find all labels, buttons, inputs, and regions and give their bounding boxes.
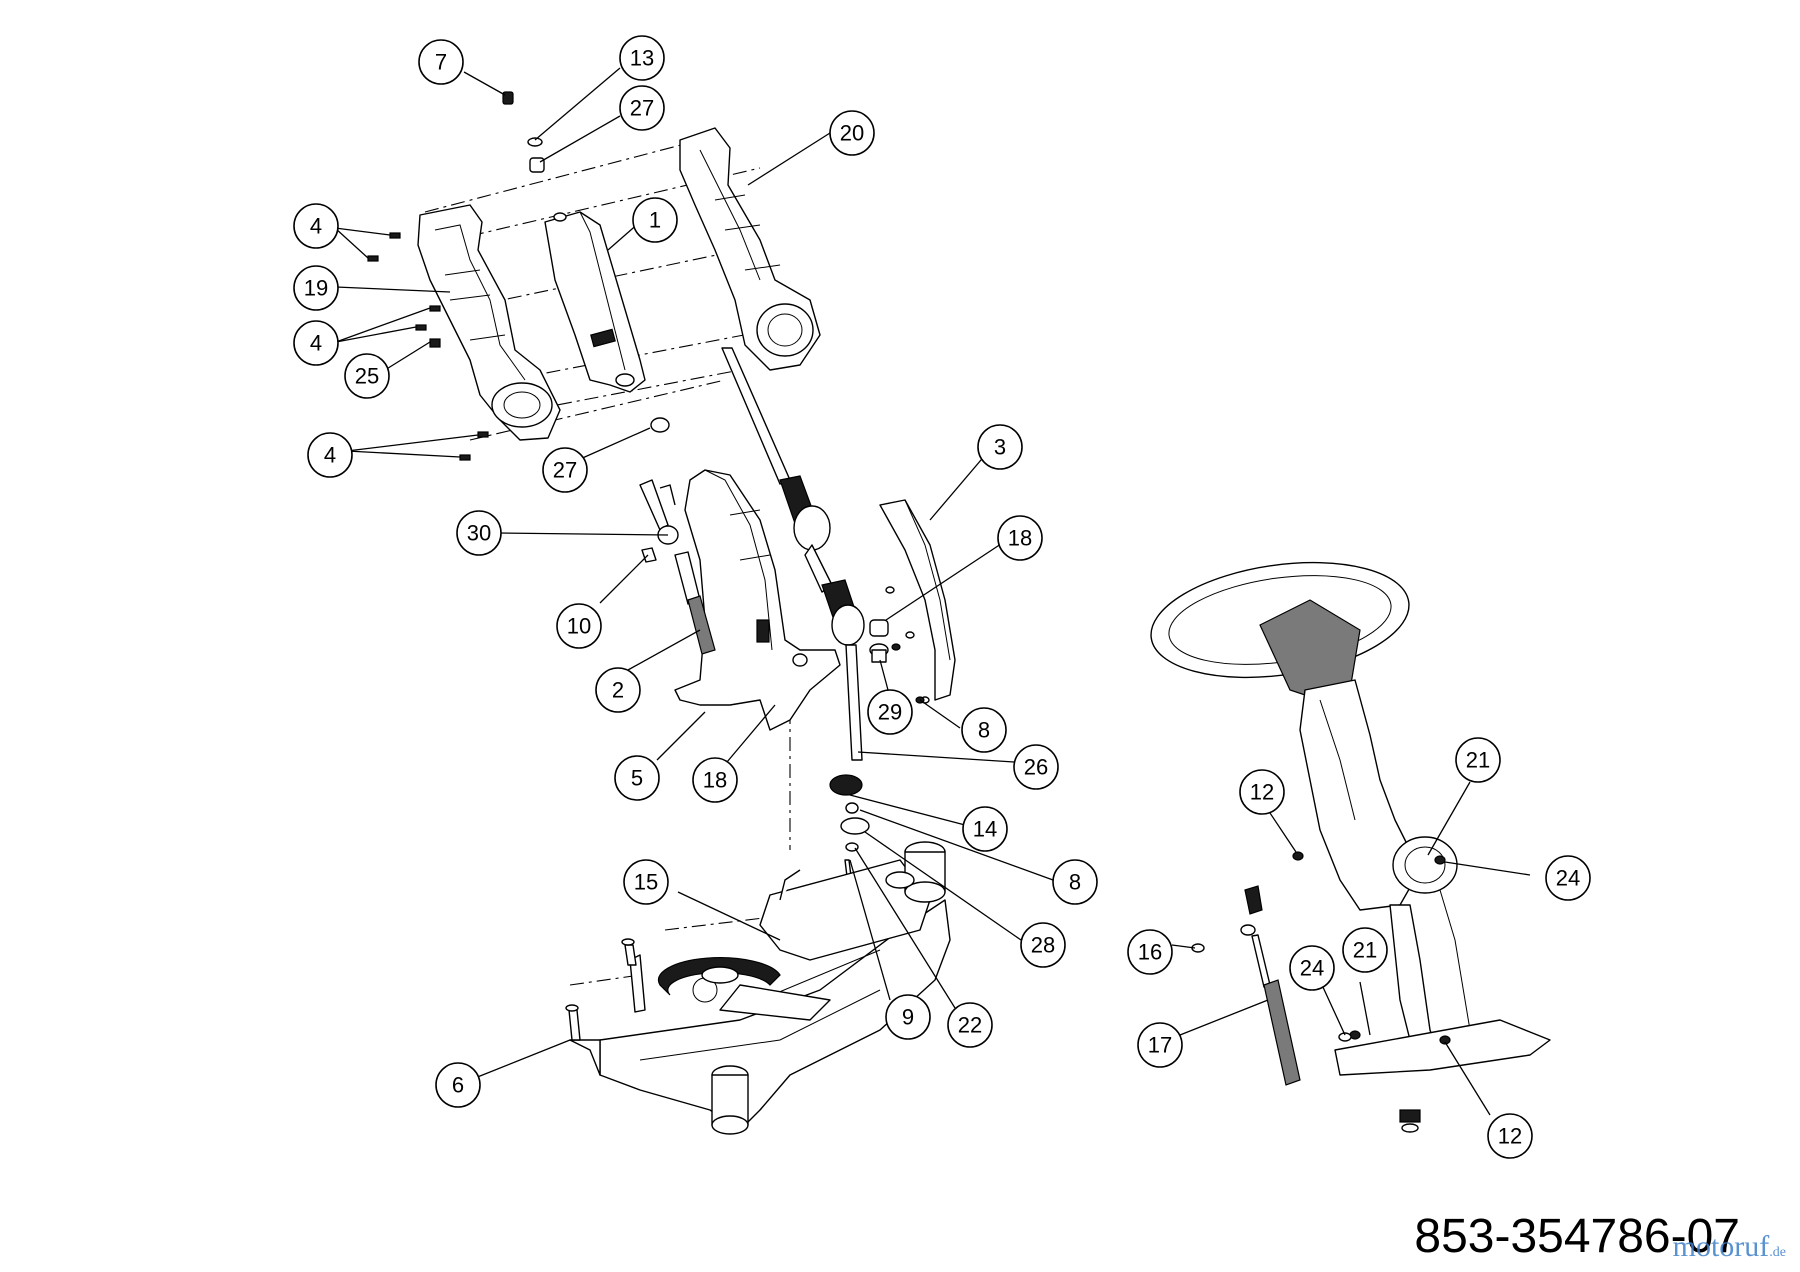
callout-label: 13 — [630, 46, 654, 71]
callout: 7 — [418, 39, 464, 85]
callout: 14 — [962, 806, 1008, 852]
callout-label: 10 — [567, 614, 591, 639]
watermark-suffix: .de — [1769, 1245, 1786, 1260]
callout: 22 — [947, 1002, 993, 1048]
callout: 16 — [1127, 929, 1173, 975]
callout: 2 — [595, 667, 641, 713]
callout-label: 2 — [612, 678, 624, 703]
callout: 15 — [623, 859, 669, 905]
callout-label: 15 — [634, 870, 658, 895]
part-19-left-housing — [417, 204, 561, 441]
callout: 12 — [1239, 769, 1285, 815]
callout: 29 — [867, 689, 913, 735]
callout-label: 6 — [452, 1073, 464, 1098]
callout: 17 — [1137, 1022, 1183, 1068]
part-1-shaft-housing — [544, 211, 646, 393]
callout: 27 — [619, 85, 665, 131]
part-30-fork — [639, 479, 679, 563]
callout: 20 — [829, 110, 875, 156]
callout: 28 — [1020, 922, 1066, 968]
callout-label: 12 — [1498, 1124, 1522, 1149]
callout: 21 — [1455, 737, 1501, 783]
assembled-steering-column — [1150, 561, 1551, 1133]
callout: 12 — [1487, 1113, 1533, 1159]
callout-label: 25 — [355, 364, 379, 389]
part-6-bolts — [565, 938, 637, 1041]
callout-label: 21 — [1466, 748, 1490, 773]
callout-label: 4 — [310, 331, 322, 356]
callout-label: 28 — [1031, 933, 1055, 958]
callout-label: 21 — [1353, 938, 1377, 963]
callout-label: 18 — [703, 768, 727, 793]
callout-label: 27 — [630, 96, 654, 121]
callout: 1 — [632, 197, 678, 243]
callout: 8 — [961, 707, 1007, 753]
callout-label: 16 — [1138, 940, 1162, 965]
callout: 5 — [614, 755, 660, 801]
part-20-right-housing — [679, 127, 821, 371]
callout-label: 8 — [1069, 870, 1081, 895]
callout: 30 — [456, 510, 502, 556]
callout-label: 7 — [435, 50, 447, 75]
part-18-29-bushings — [869, 619, 925, 704]
callout-label: 29 — [878, 700, 902, 725]
part-3-cover-plate — [879, 499, 956, 704]
callout: 19 — [293, 265, 339, 311]
callouts: 7 13 27 20 1 4 19 4 25 4 27 3 30 18 10 2… — [293, 35, 1591, 1159]
callout: 13 — [619, 35, 665, 81]
callout: 26 — [1013, 744, 1059, 790]
shaft-gear-hardware — [829, 774, 870, 886]
callout: 24 — [1545, 855, 1591, 901]
callout: 18 — [692, 757, 738, 803]
callout-label: 3 — [994, 435, 1006, 460]
callout-label: 9 — [902, 1005, 914, 1030]
callout: 4 — [293, 320, 339, 366]
callout: 8 — [1052, 859, 1098, 905]
part-26-steering-shaft — [721, 347, 865, 761]
callout: 4 — [307, 432, 353, 478]
callout-label: 26 — [1024, 755, 1048, 780]
callout-label: 4 — [310, 214, 322, 239]
part-15-chassis-frame — [569, 841, 951, 1135]
callout: 18 — [997, 515, 1043, 561]
callout-label: 27 — [553, 458, 577, 483]
callout: 9 — [885, 994, 931, 1040]
callout-label: 24 — [1300, 956, 1324, 981]
watermark-brand: motoruf — [1672, 1230, 1770, 1263]
watermark-logo: motoruf.de — [1673, 1230, 1786, 1264]
callout-label: 22 — [958, 1013, 982, 1038]
leader-lines — [334, 67, 1531, 1116]
part-17-gas-spring — [1191, 885, 1361, 1086]
callout-label: 20 — [840, 121, 864, 146]
callout-label: 4 — [324, 443, 336, 468]
callout-label: 5 — [631, 766, 643, 791]
callout-label: 1 — [649, 208, 661, 233]
assembly-guide-lines — [424, 139, 871, 986]
callout: 6 — [435, 1062, 481, 1108]
callout: 24 — [1289, 945, 1335, 991]
left-gas-spring — [674, 551, 716, 655]
callout-label: 30 — [467, 521, 491, 546]
callout: 10 — [556, 603, 602, 649]
callout-label: 18 — [1008, 526, 1032, 551]
callout: 25 — [344, 353, 390, 399]
callout-label: 12 — [1250, 780, 1274, 805]
callout-label: 17 — [1148, 1033, 1172, 1058]
callout: 3 — [977, 424, 1023, 470]
document-number: 853-354786-07 — [1414, 1210, 1740, 1263]
callout: 27 — [542, 447, 588, 493]
callout-label: 19 — [304, 276, 328, 301]
callout-label: 24 — [1556, 866, 1580, 891]
callout-label: 14 — [973, 817, 997, 842]
callout: 4 — [293, 203, 339, 249]
callout-label: 8 — [978, 718, 990, 743]
callout: 21 — [1342, 927, 1388, 973]
